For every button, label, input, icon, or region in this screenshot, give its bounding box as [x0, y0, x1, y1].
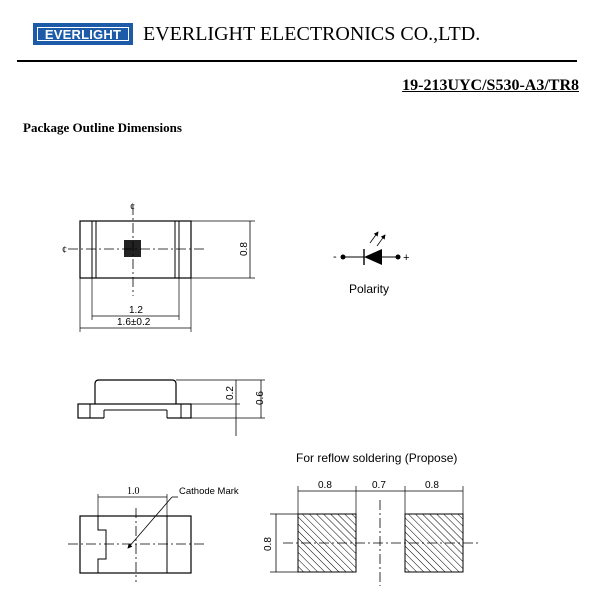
reflow-pad-height: 0.8 — [263, 537, 274, 551]
lead-height-label: 0.2 — [225, 386, 236, 400]
anode-pad — [166, 515, 192, 574]
bottom-view: 1.0 Cathode Mark — [68, 486, 239, 582]
side-view-body — [94, 379, 177, 404]
polarity-label: Polarity — [349, 282, 389, 296]
header-divider — [17, 60, 577, 62]
cathode-pad — [79, 515, 107, 574]
reflow-gap-label: 0.7 — [372, 480, 386, 491]
section-title: Package Outline Dimensions — [23, 120, 182, 135]
side-view-leads — [77, 403, 192, 419]
polarity-plus: + — [403, 252, 409, 264]
brand-logo: EVERLIGHT — [33, 23, 133, 45]
bottom-view-body — [79, 515, 192, 574]
total-height-label: 0.6 — [255, 391, 266, 405]
reflow-pad-left-width: 0.8 — [318, 480, 332, 491]
width-total-label: 1.6±0.2 — [117, 317, 151, 328]
led-chip — [124, 240, 141, 257]
centerline-mark-top: ¢ — [130, 202, 135, 213]
top-view-body — [79, 220, 192, 279]
top-view: ¢ ¢ 0.8 1.2 1.6±0.2 — [62, 202, 255, 332]
centerline-mark-left: ¢ — [62, 245, 67, 256]
cathode-mark-label: Cathode Mark — [179, 486, 239, 497]
reflow-pad-right-width: 0.8 — [425, 480, 439, 491]
top-view-height-label: 0.8 — [239, 242, 250, 256]
part-number: 19-213UYC/S530-A3/TR8 — [402, 77, 579, 94]
side-view: 0.2 0.6 — [77, 379, 266, 436]
reflow-pattern: For reflow soldering (Propose) 0.8 0.7 0… — [263, 451, 478, 586]
polarity-minus: - — [333, 251, 337, 263]
company-name: EVERLIGHT ELECTRONICS CO.,LTD. — [143, 23, 481, 45]
reflow-title: For reflow soldering (Propose) — [296, 451, 457, 465]
polarity-symbol: - + Polarity — [333, 231, 409, 296]
width-inner-label: 1.2 — [129, 305, 143, 316]
bottom-dim-label: 1.0 — [127, 486, 140, 497]
brand-logo-text: EVERLIGHT — [37, 27, 129, 42]
